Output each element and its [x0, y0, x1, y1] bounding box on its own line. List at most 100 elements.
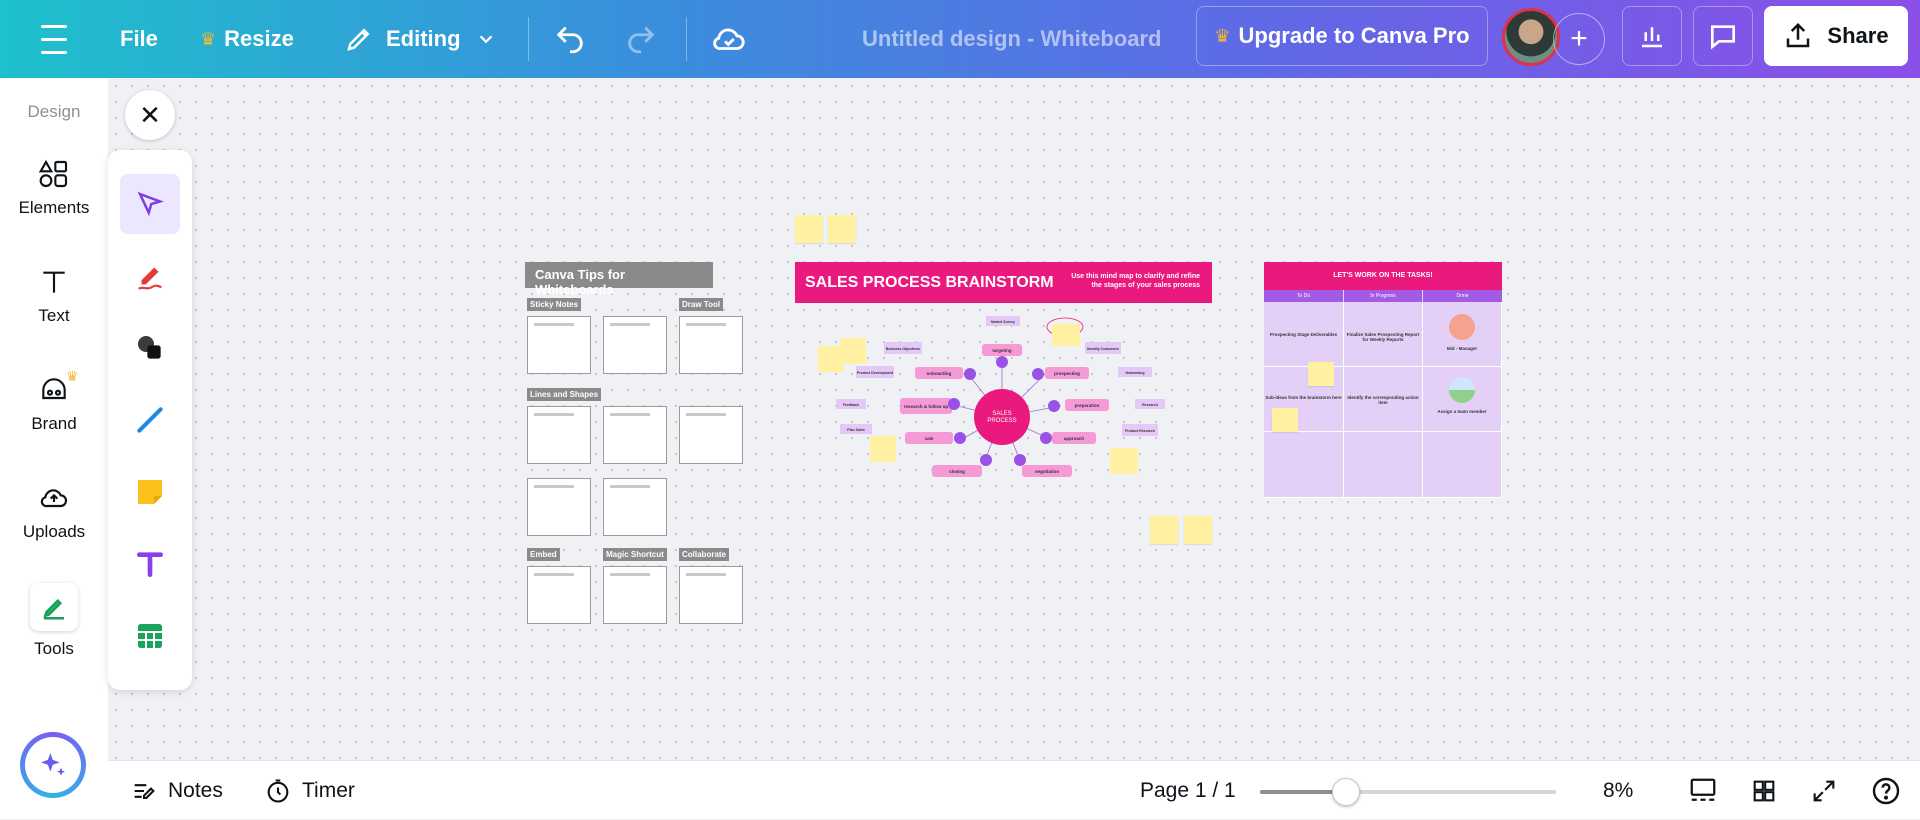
rail-design-label[interactable]: Design: [27, 102, 81, 121]
shapes-tool-button[interactable]: [120, 318, 180, 378]
grid-view-button[interactable]: [1750, 761, 1778, 820]
mind-map-node: onboarding: [927, 371, 952, 376]
undo-button[interactable]: [553, 0, 587, 78]
select-tool-button[interactable]: [120, 174, 180, 234]
rail-item-uploads[interactable]: Uploads: [0, 482, 108, 542]
tips-section-label: Draw Tool: [679, 298, 724, 311]
grid-view-icon: [1753, 780, 1775, 801]
insights-button[interactable]: [1622, 6, 1682, 66]
tips-board-title: Canva Tips for Whiteboards: [525, 262, 713, 297]
editing-label: Editing: [386, 26, 461, 51]
zoom-slider-handle[interactable]: [1332, 778, 1360, 806]
share-icon: [1787, 22, 1810, 48]
sales-brainstorm-header[interactable]: SALES PROCESS BRAINSTORM Use this mind m…: [795, 262, 1212, 303]
rail-item-label: Text: [38, 306, 70, 325]
tips-section-label: Magic Shortcut: [603, 548, 667, 561]
cloud-save-status-button[interactable]: [710, 0, 748, 78]
sticky-note[interactable]: [1272, 408, 1298, 432]
close-panel-button[interactable]: ✕: [125, 90, 175, 140]
rail-item-label: Brand: [31, 414, 77, 433]
cloud-check-icon: [713, 28, 745, 51]
sticky-note[interactable]: [1150, 516, 1178, 544]
mind-map-node: prospecting: [1054, 371, 1080, 376]
share-button[interactable]: Share: [1764, 6, 1908, 66]
sticky-note[interactable]: [1184, 516, 1212, 544]
sticky-note[interactable]: [1308, 362, 1334, 386]
pencil-icon: [347, 28, 370, 51]
brand-icon: [42, 378, 66, 400]
tip-card: [527, 406, 591, 464]
zoom-slider-track[interactable]: [1260, 790, 1556, 794]
task-cell: [1344, 432, 1423, 498]
upgrade-pro-button[interactable]: ♛ Upgrade to Canva Pro: [1196, 6, 1488, 66]
rail-item-tools[interactable]: Tools: [0, 583, 108, 659]
tip-card: [603, 406, 667, 464]
sticky-note[interactable]: [828, 215, 856, 243]
sticky-note[interactable]: [795, 215, 823, 243]
table-tool-icon: [138, 624, 162, 648]
rail-item-text[interactable]: Text: [0, 266, 108, 326]
sales-brainstorm-subtitle: Use this mind map to clarify and refine …: [1071, 273, 1200, 290]
chevron-down-icon: [479, 35, 492, 44]
line-tool-button[interactable]: [120, 390, 180, 450]
rail-item-label: Uploads: [22, 522, 86, 541]
mind-map-node: closing: [949, 469, 965, 474]
resize-button[interactable]: ♛ Resize: [200, 0, 294, 78]
left-side-rail: Design Elements Text ♛ Brand Uploads Too…: [0, 78, 108, 819]
timer-icon: [267, 778, 289, 803]
crown-icon: ♛: [66, 368, 79, 384]
upgrade-label: Upgrade to Canva Pro: [1238, 23, 1470, 48]
menu-icon[interactable]: [40, 0, 68, 78]
rail-item-elements[interactable]: Elements: [0, 158, 108, 218]
svg-text:SALES: SALES: [992, 411, 1011, 417]
team-member-avatar: [1449, 377, 1475, 403]
task-column-header: In Progress: [1344, 290, 1422, 302]
mind-map-subnode: Product Development: [857, 371, 894, 375]
tip-card: [679, 566, 743, 624]
text-tool-button[interactable]: [120, 534, 180, 594]
task-board[interactable]: LET'S WORK ON THE TASKS! To Do In Progre…: [1264, 262, 1502, 498]
add-collaborator-button[interactable]: +: [1553, 13, 1605, 65]
notes-button[interactable]: Notes: [130, 761, 223, 820]
magic-assistant-button[interactable]: [20, 732, 86, 798]
mind-map-node: research & follow up: [904, 404, 949, 409]
editing-mode-button[interactable]: Editing: [344, 0, 497, 78]
page-layout-button[interactable]: [1688, 761, 1718, 820]
bar-chart-icon: [1642, 27, 1662, 48]
mind-map-node: approach: [1064, 436, 1085, 441]
mind-map-subnode: Product Research: [1125, 429, 1155, 433]
mind-map-subnode: Market Survey: [991, 320, 1015, 324]
redo-button[interactable]: [624, 0, 658, 78]
table-tool-button[interactable]: [120, 606, 180, 666]
timer-button[interactable]: Timer: [264, 761, 355, 820]
sales-mind-map[interactable]: SALES PROCESS targeting prospecting prep…: [810, 312, 1170, 484]
tip-card: [527, 478, 591, 536]
zoom-slider-fill: [1260, 790, 1346, 794]
task-board-title: LET'S WORK ON THE TASKS!: [1264, 262, 1502, 290]
task-cell: [1264, 432, 1344, 498]
tip-card: [603, 478, 667, 536]
rail-item-brand[interactable]: ♛ Brand: [0, 368, 108, 434]
fullscreen-button[interactable]: [1810, 761, 1838, 820]
pen-tool-button[interactable]: [120, 246, 180, 306]
top-toolbar: File ♛ Resize Editing Untitled design - …: [0, 0, 1920, 78]
file-menu-button[interactable]: File: [120, 26, 158, 51]
user-avatar[interactable]: [1502, 8, 1560, 66]
mind-map-subnode: Feedback: [843, 403, 859, 407]
redo-icon: [628, 26, 655, 54]
tips-board[interactable]: Canva Tips for Whiteboards Sticky Notes …: [525, 262, 745, 624]
design-title[interactable]: Untitled design - Whiteboard: [862, 26, 1162, 51]
comments-button[interactable]: [1693, 6, 1753, 66]
share-label: Share: [1827, 23, 1889, 48]
sticky-note-tool-button[interactable]: [120, 462, 180, 522]
pen-tool-icon: [138, 267, 162, 290]
tip-card: [603, 566, 667, 624]
mind-map-subnode: Networking: [1125, 371, 1144, 375]
task-cell-text: Mid - Manager: [1446, 346, 1478, 351]
help-button[interactable]: [1870, 761, 1902, 820]
zoom-level[interactable]: 8%: [1603, 778, 1634, 802]
page-indicator[interactable]: Page 1 / 1: [1140, 778, 1236, 802]
mind-map-subnode: Plan Sales: [847, 428, 865, 432]
comment-icon: [1711, 25, 1735, 50]
undo-icon: [556, 26, 583, 54]
